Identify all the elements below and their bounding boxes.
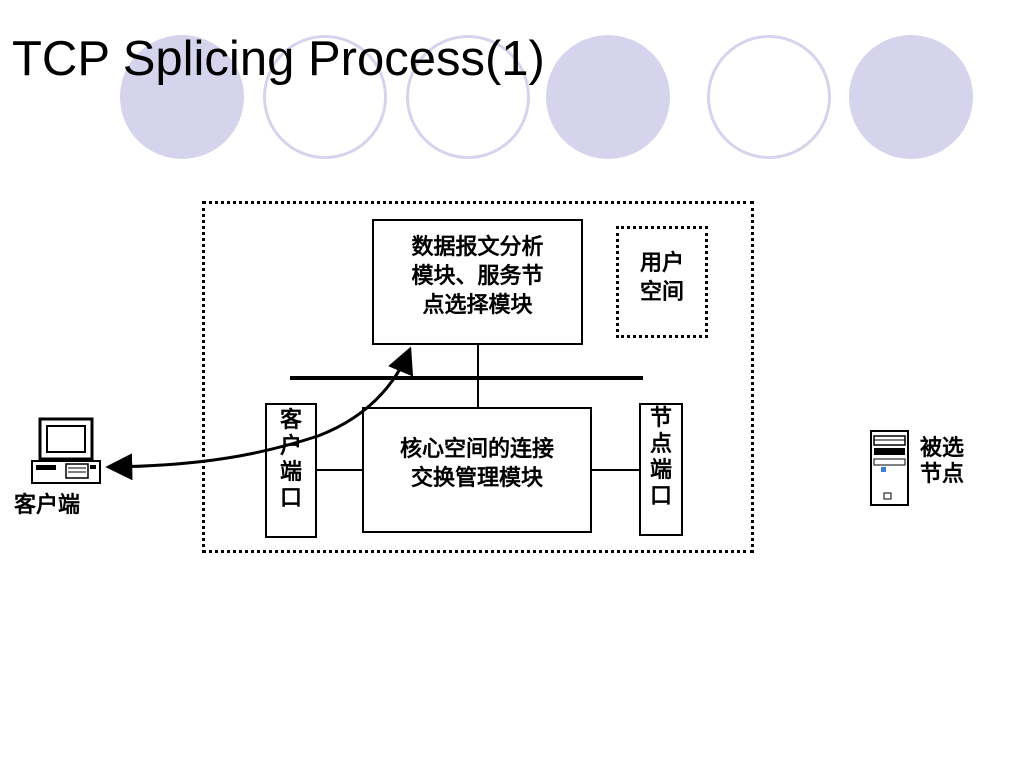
user-space-box: 用户 空间 xyxy=(616,226,708,338)
decor-circle-5 xyxy=(707,35,831,159)
request-arrow xyxy=(105,346,414,481)
decor-circle-2 xyxy=(263,35,387,159)
kernel-module-label: 核心空间的连接 交换管理模块 xyxy=(399,437,554,492)
computer-icon xyxy=(31,417,101,484)
server-icon xyxy=(870,430,909,506)
decor-circle-6 xyxy=(849,35,973,159)
analysis-module-box: 数据报文分析 模块、服务节 点选择模块 xyxy=(372,219,583,345)
user-space-label: 用户 空间 xyxy=(639,251,684,306)
client-label: 客户端 xyxy=(14,493,81,518)
selected-node-label: 被选 节点 xyxy=(920,436,965,487)
decor-circle-1 xyxy=(120,35,244,159)
analysis-module-label: 数据报文分析 模块、服务节 点选择模块 xyxy=(411,235,544,319)
decor-circle-4 xyxy=(546,35,670,159)
decor-circle-3 xyxy=(406,35,530,159)
node-port-label: 节 点 端 口 xyxy=(649,406,672,509)
node-port-box: 节 点 端 口 xyxy=(639,403,683,536)
slide-title: TCP Splicing Process(1) xyxy=(12,32,545,86)
